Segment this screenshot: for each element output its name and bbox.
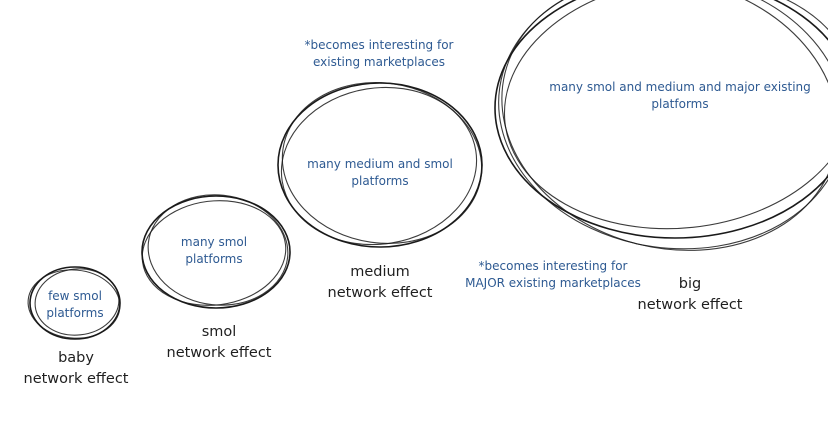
medium-label: medium network effect <box>327 264 433 301</box>
smol-inner-text: many smol platforms <box>180 235 248 266</box>
baby-label: baby network effect <box>23 350 129 387</box>
medium-ellipse <box>277 82 483 248</box>
smol-ellipse <box>141 194 291 309</box>
big-ellipse <box>494 0 828 251</box>
major-marketplaces-note: *becomes interesting for MAJOR existing … <box>465 259 641 290</box>
smol-label: smol network effect <box>166 324 272 361</box>
big-label: big network effect <box>637 276 743 313</box>
big-inner-text: many smol and medium and major existing … <box>549 80 811 111</box>
baby-inner-text: few smol platforms <box>46 289 104 320</box>
medium-inner-text: many medium and smol platforms <box>307 157 453 188</box>
baby-ellipse <box>27 266 121 340</box>
existing-marketplaces-note: *becomes interesting for existing market… <box>304 38 454 69</box>
